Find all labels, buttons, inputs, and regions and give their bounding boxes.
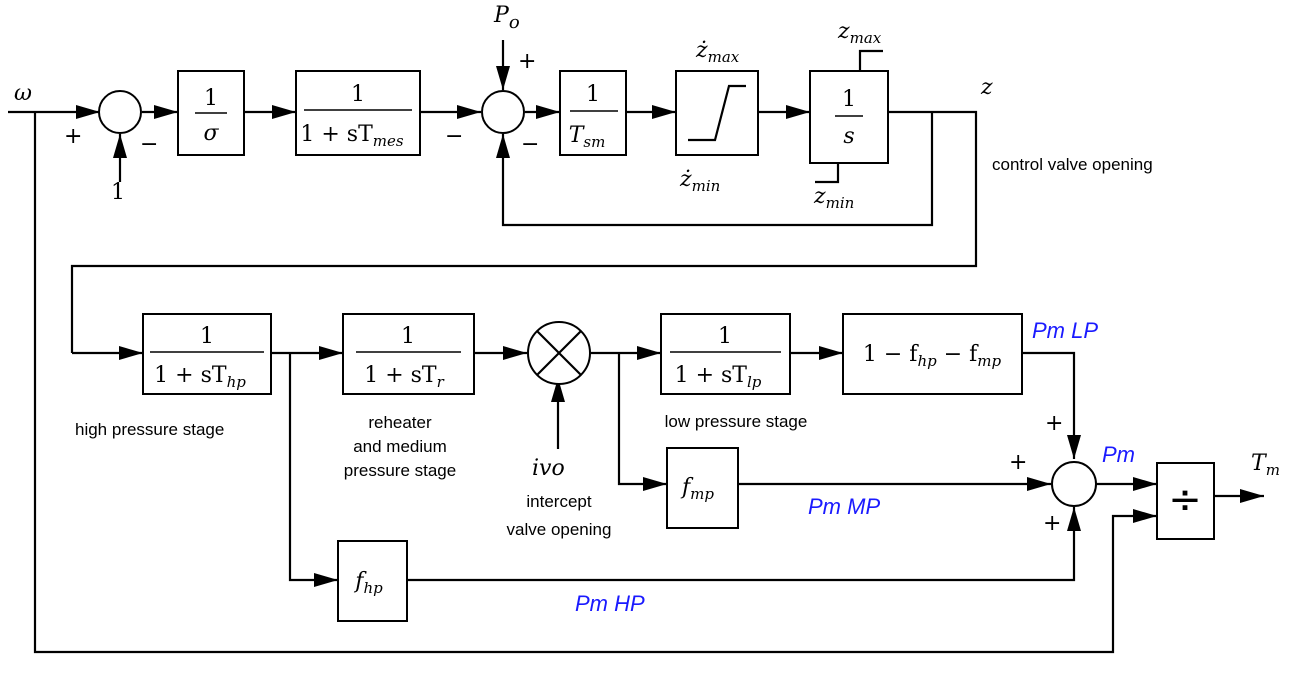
reheater-label-line3: pressure stage xyxy=(344,461,456,480)
sign-s2-plus: + xyxy=(518,49,536,74)
control-valve-opening-label: control valve opening xyxy=(992,155,1153,174)
block-inverse-droop: 1 σ xyxy=(177,70,245,156)
svg-text:1 − fhp − fmp: 1 − fhp − fmp xyxy=(863,342,1002,370)
svg-text:÷: ÷ xyxy=(1168,477,1202,523)
block-measurement-lag: 1 1 + sTmes xyxy=(295,70,421,156)
low-pressure-stage-label: low pressure stage xyxy=(665,412,808,431)
svg-text:1 + sThp: 1 + sThp xyxy=(154,363,246,391)
svg-text:1: 1 xyxy=(718,324,732,349)
constant-one-label: 1 xyxy=(111,180,125,205)
block-low-pressure-stage: 1 1 + sTlp xyxy=(660,313,791,395)
pm-hp-label: Pm HP xyxy=(575,591,645,616)
sign-s3-plus-top: + xyxy=(1045,411,1063,436)
sign-s2-minus-bottom: − xyxy=(521,132,539,157)
multiply-junction xyxy=(527,321,591,385)
zdot-min-label: żmin xyxy=(679,167,720,195)
svg-text:1: 1 xyxy=(204,86,218,111)
wires-lower-section xyxy=(33,112,1264,654)
block-rate-limiter xyxy=(675,70,759,156)
intercept-valve-label-line2: valve opening xyxy=(507,520,612,539)
reheater-label-line1: reheater xyxy=(368,413,432,432)
sum-junction-power-ref xyxy=(481,90,525,134)
svg-text:1: 1 xyxy=(842,87,856,112)
block-reheater: 1 1 + sTr xyxy=(342,313,475,395)
po-input-label: Po xyxy=(493,3,520,33)
z-signal-label: z xyxy=(980,75,993,100)
sign-s2-minus-left: − xyxy=(445,124,463,149)
z-min-label: zmin xyxy=(813,184,854,212)
sign-s1-minus: − xyxy=(140,132,158,157)
block-integrator: 1 s xyxy=(809,49,889,184)
wires-top-row xyxy=(8,40,978,353)
svg-text:1 + sTlp: 1 + sTlp xyxy=(675,363,762,391)
omega-input-label: ω xyxy=(14,81,32,106)
zdot-max-label: żmax xyxy=(695,38,740,66)
block-hp-fraction: fhp xyxy=(337,540,408,622)
svg-text:1 + sTmes: 1 + sTmes xyxy=(300,122,403,150)
ivo-input-label: ivo xyxy=(532,456,565,481)
sign-s1-plus: + xyxy=(64,124,82,149)
svg-text:Tsm: Tsm xyxy=(569,123,606,151)
block-servomotor-gain: 1 Tsm xyxy=(559,70,627,156)
z-max-label: zmax xyxy=(837,19,882,47)
svg-text:1: 1 xyxy=(200,324,214,349)
block-divider: ÷ xyxy=(1156,462,1215,540)
sum-junction-mech-power xyxy=(1051,461,1097,507)
pm-lp-label: Pm LP xyxy=(1032,318,1098,343)
svg-text:1: 1 xyxy=(351,82,365,107)
svg-text:σ: σ xyxy=(203,121,219,146)
high-pressure-stage-label: high pressure stage xyxy=(75,420,224,439)
block-lp-fraction: 1 − fhp − fmp xyxy=(842,313,1023,395)
svg-text:1: 1 xyxy=(586,82,600,107)
svg-text:1 + sTr: 1 + sTr xyxy=(364,363,444,391)
svg-text:s: s xyxy=(843,124,854,149)
pm-label: Pm xyxy=(1102,442,1135,467)
block-mp-fraction: fmp xyxy=(666,447,739,529)
sign-s3-plus-bottom: + xyxy=(1043,511,1061,536)
sign-s3-plus-left: + xyxy=(1009,450,1027,475)
block-high-pressure-stage: 1 1 + sThp xyxy=(142,313,272,395)
pm-mp-label: Pm MP xyxy=(808,494,880,519)
reheater-label-line2: and medium xyxy=(353,437,447,456)
tm-output-label: Tm xyxy=(1251,451,1280,479)
sum-junction-speed xyxy=(98,90,142,134)
svg-text:1: 1 xyxy=(401,324,415,349)
intercept-valve-label-line1: intercept xyxy=(526,492,591,511)
